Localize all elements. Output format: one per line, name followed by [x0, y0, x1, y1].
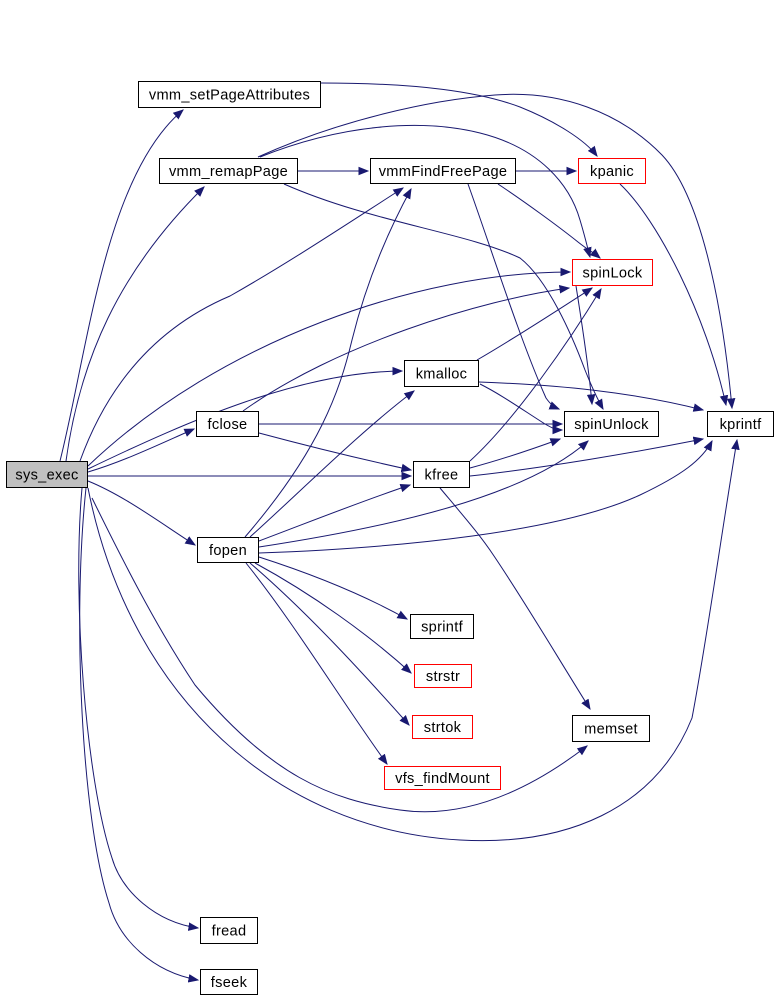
svg-text:fclose: fclose	[208, 417, 248, 433]
svg-text:vfs_findMount: vfs_findMount	[395, 771, 490, 787]
svg-text:fopen: fopen	[209, 543, 247, 559]
svg-text:kpanic: kpanic	[590, 164, 634, 180]
svg-text:memset: memset	[584, 722, 638, 738]
svg-text:fseek: fseek	[211, 975, 248, 991]
svg-text:sprintf: sprintf	[421, 620, 463, 636]
svg-text:fread: fread	[212, 924, 247, 940]
svg-text:kfree: kfree	[425, 468, 459, 484]
svg-text:spinUnlock: spinUnlock	[574, 417, 649, 433]
svg-text:vmm_setPageAttributes: vmm_setPageAttributes	[149, 88, 310, 104]
svg-text:spinLock: spinLock	[583, 266, 643, 282]
svg-text:kmalloc: kmalloc	[416, 367, 468, 383]
svg-text:vmmFindFreePage: vmmFindFreePage	[379, 164, 508, 180]
svg-text:strtok: strtok	[424, 720, 462, 736]
svg-text:kprintf: kprintf	[720, 417, 762, 433]
svg-text:strstr: strstr	[426, 669, 460, 685]
svg-text:vmm_remapPage: vmm_remapPage	[169, 164, 288, 180]
svg-text:sys_exec: sys_exec	[15, 468, 78, 484]
